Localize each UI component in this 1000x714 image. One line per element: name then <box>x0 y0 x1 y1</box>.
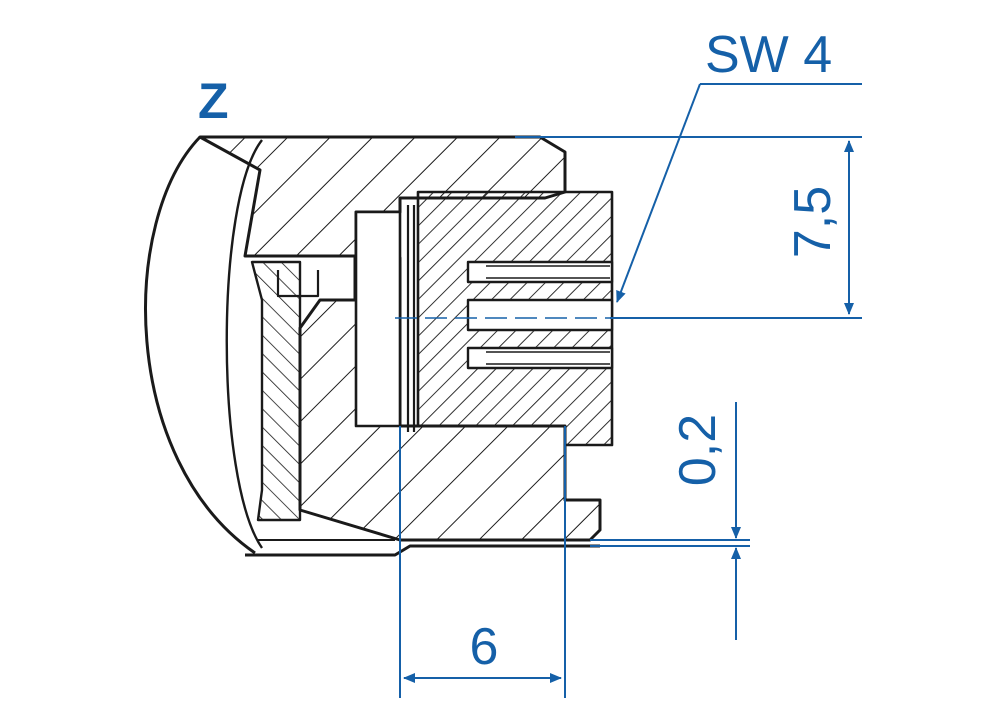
dimensions <box>395 83 862 698</box>
outer-dome <box>144 135 256 555</box>
width-dimension-label: 6 <box>470 618 499 676</box>
wrench-size-label: SW 4 <box>705 26 832 84</box>
section-marker-label: Z <box>198 73 229 129</box>
height-dimension-label: 7,5 <box>784 186 842 258</box>
sw4-leader <box>616 83 701 303</box>
base-lip <box>245 544 600 557</box>
insert-slot <box>276 270 320 298</box>
upper-housing <box>198 135 567 258</box>
hex-prongs <box>466 260 614 370</box>
part-body <box>144 135 614 557</box>
inner-insert <box>250 260 302 522</box>
outer-dome-inner <box>225 139 263 549</box>
gap-dimension-label: 0,2 <box>669 414 727 486</box>
sleeve <box>354 210 402 428</box>
labels: Z SW 4 7,5 0,2 6 <box>198 26 842 676</box>
